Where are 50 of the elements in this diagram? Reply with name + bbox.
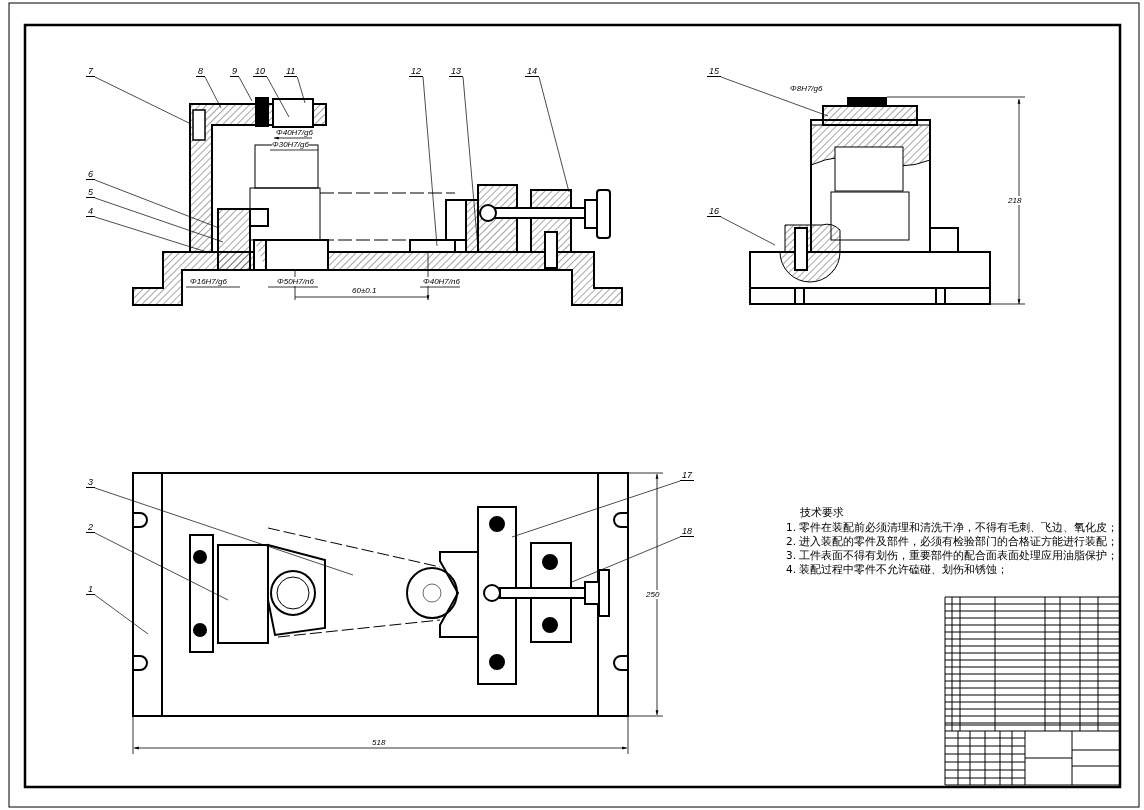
note-text: 3. 工件表面不得有划伤，重要部件的配合面表面处理应用油脂保护；	[786, 549, 1119, 562]
leader-line	[297, 76, 306, 104]
leader-line	[94, 487, 354, 576]
callout-number: 12	[409, 66, 423, 77]
dimension-label: Φ16H7/g6	[190, 277, 227, 286]
callout-number: 3	[86, 477, 95, 488]
callout-number: 8	[196, 66, 205, 77]
leader-line	[720, 76, 829, 117]
leader-line	[720, 216, 776, 246]
callout-number: 7	[86, 66, 95, 77]
leader-line	[94, 532, 229, 601]
callout-number: 1	[86, 584, 95, 595]
note-text: 4. 装配过程中零件不允许磕碰、划伤和锈蚀；	[786, 563, 1009, 576]
leader-line	[94, 216, 211, 254]
callout-number: 13	[449, 66, 463, 77]
leader-line	[204, 76, 222, 109]
callout-number: 18	[680, 526, 694, 537]
leader-line	[422, 76, 438, 247]
callout-number: 6	[86, 169, 95, 180]
callout-number: 9	[230, 66, 239, 77]
dimension-label: Φ50H7/n6	[277, 277, 314, 286]
dimension-label: 518	[372, 738, 386, 747]
dimension-label: Φ40H7/n6	[423, 277, 460, 286]
callout-number: 5	[86, 187, 95, 198]
leader-line	[94, 76, 192, 125]
callout-number: 11	[284, 66, 298, 77]
note-text: 1. 零件在装配前必须清理和清洗干净，不得有毛刺、飞边、氧化皮；	[786, 521, 1119, 534]
leader-line	[571, 536, 681, 583]
callout-number: 4	[86, 206, 95, 217]
dimension-label: Φ40H7/g6	[276, 128, 313, 137]
leader-line	[266, 76, 290, 118]
note-text: 2. 进入装配的零件及部件，必须有检验部门的合格证方能进行装配；	[786, 535, 1119, 548]
callout-number: 14	[525, 66, 539, 77]
leader-line	[94, 197, 224, 243]
leader-line	[94, 594, 149, 635]
leader-line	[511, 480, 681, 538]
note-heading: 技术要求	[800, 506, 844, 519]
dimension-label: 250	[646, 590, 660, 599]
dimension-label: Φ30H7/g6	[272, 140, 309, 149]
callout-number: 10	[253, 66, 267, 77]
dimension-label: 60±0.1	[352, 286, 377, 295]
callout-number: 17	[680, 470, 694, 481]
callout-number: 15	[707, 66, 721, 77]
callout-number: 16	[707, 206, 721, 217]
leader-line	[538, 76, 570, 193]
leader-line	[238, 76, 253, 102]
dimension-label: Φ8H7/g6	[790, 84, 823, 93]
callout-number: 2	[86, 522, 95, 533]
leader-line	[94, 179, 220, 229]
dimension-label: 218	[1008, 196, 1022, 205]
